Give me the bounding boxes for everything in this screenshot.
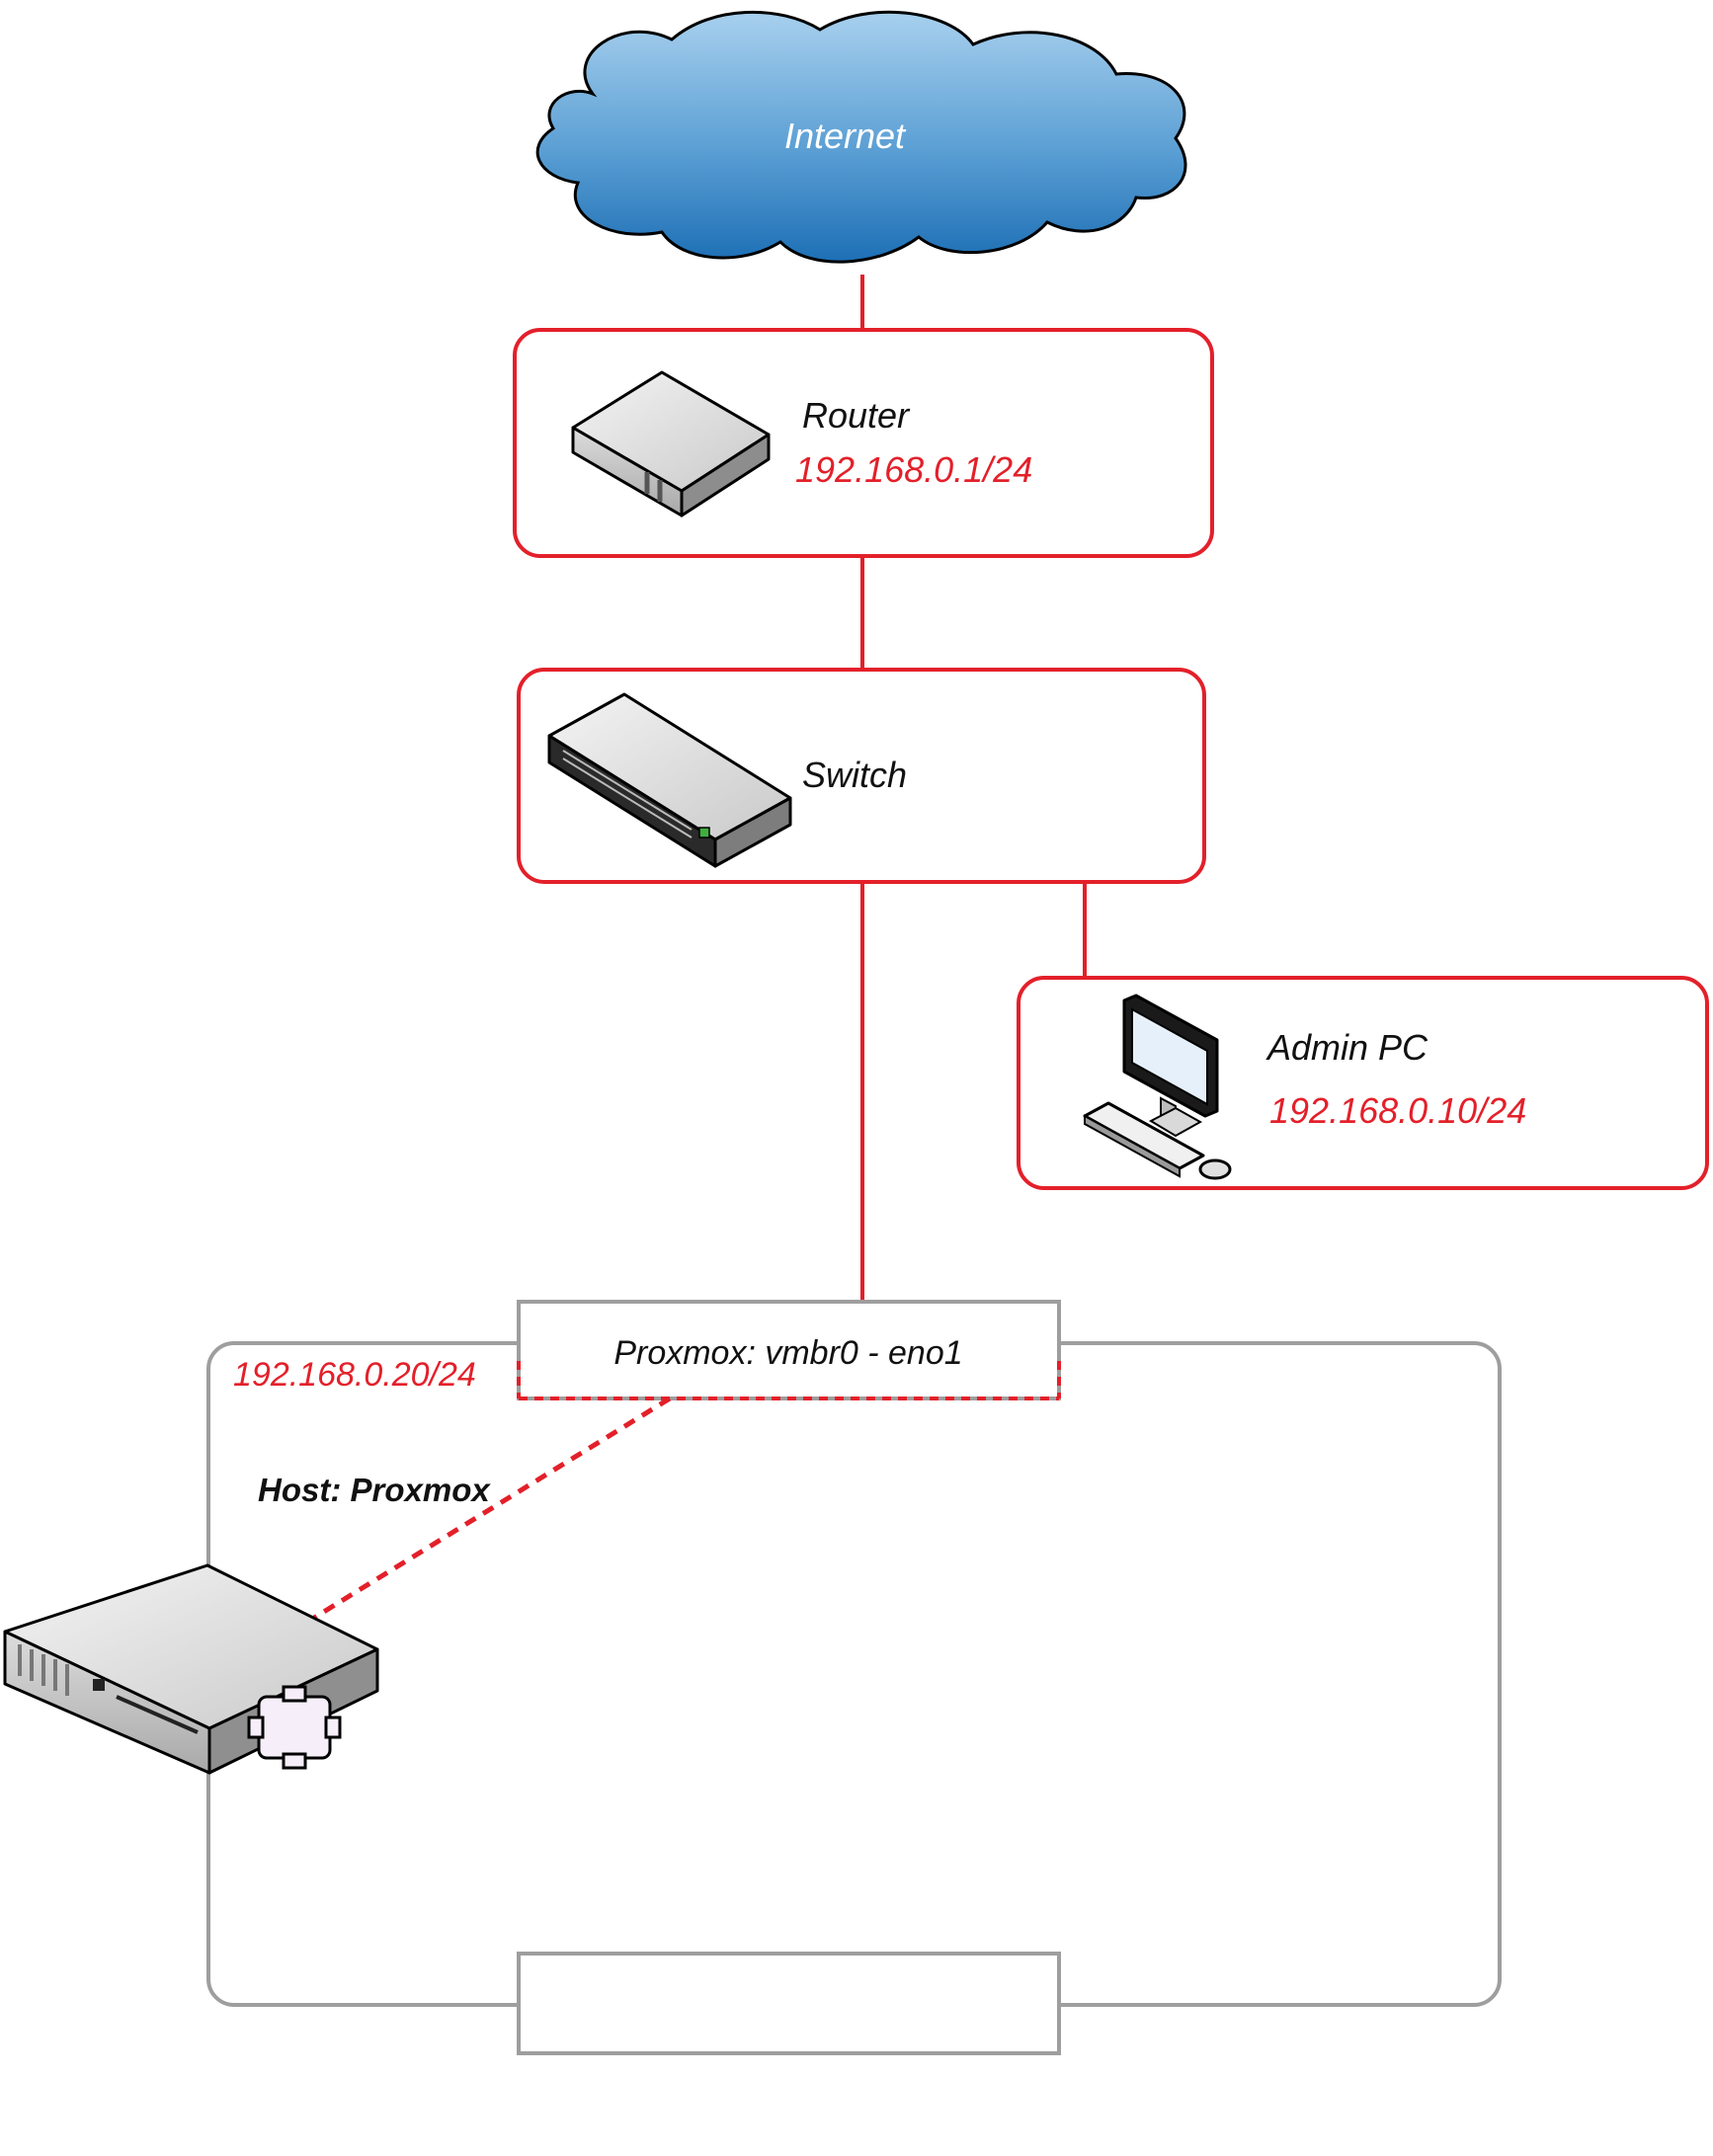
server-icon bbox=[3, 1563, 379, 1775]
admin-pc-box bbox=[1017, 976, 1709, 1190]
admin-pc-ip: 192.168.0.10/24 bbox=[1269, 1090, 1526, 1131]
admin-pc-name: Admin PC bbox=[1265, 1027, 1428, 1068]
switch-node: Switch bbox=[517, 668, 1206, 884]
internet-label: Internet bbox=[784, 116, 907, 156]
router-ip: 192.168.0.1/24 bbox=[795, 449, 1032, 490]
module-badge-icon bbox=[247, 1685, 342, 1770]
router-icon bbox=[571, 370, 771, 518]
connection-lines bbox=[860, 275, 1087, 1302]
cloud-icon bbox=[535, 10, 1187, 264]
bridge-box bbox=[517, 1300, 1061, 1400]
switch-name: Switch bbox=[802, 755, 907, 795]
router-node: Router 192.168.0.1/24 bbox=[513, 328, 1214, 558]
router-box bbox=[513, 328, 1214, 558]
proxmox-ip: 192.168.0.20/24 bbox=[233, 1356, 476, 1394]
internet-cloud: Internet bbox=[535, 10, 1187, 264]
admin-pc-node: Admin PC 192.168.0.10/24 bbox=[1017, 976, 1709, 1190]
switch-icon bbox=[547, 692, 792, 868]
host-frame bbox=[206, 1341, 1502, 2007]
switch-box bbox=[517, 668, 1206, 884]
bridge-label: Proxmox: vmbr0 - eno1 bbox=[613, 1334, 962, 1372]
host-label: Host: Proxmox bbox=[258, 1472, 491, 1508]
desktop-pc-icon bbox=[1083, 994, 1232, 1180]
router-name: Router bbox=[802, 395, 911, 436]
link-bridge-server bbox=[312, 1396, 672, 1621]
proxmox-host-frame: Proxmox: vmbr0 - eno1 192.168.0.20/24 Ho… bbox=[206, 1300, 1502, 2055]
bottom-box bbox=[517, 1952, 1061, 2055]
